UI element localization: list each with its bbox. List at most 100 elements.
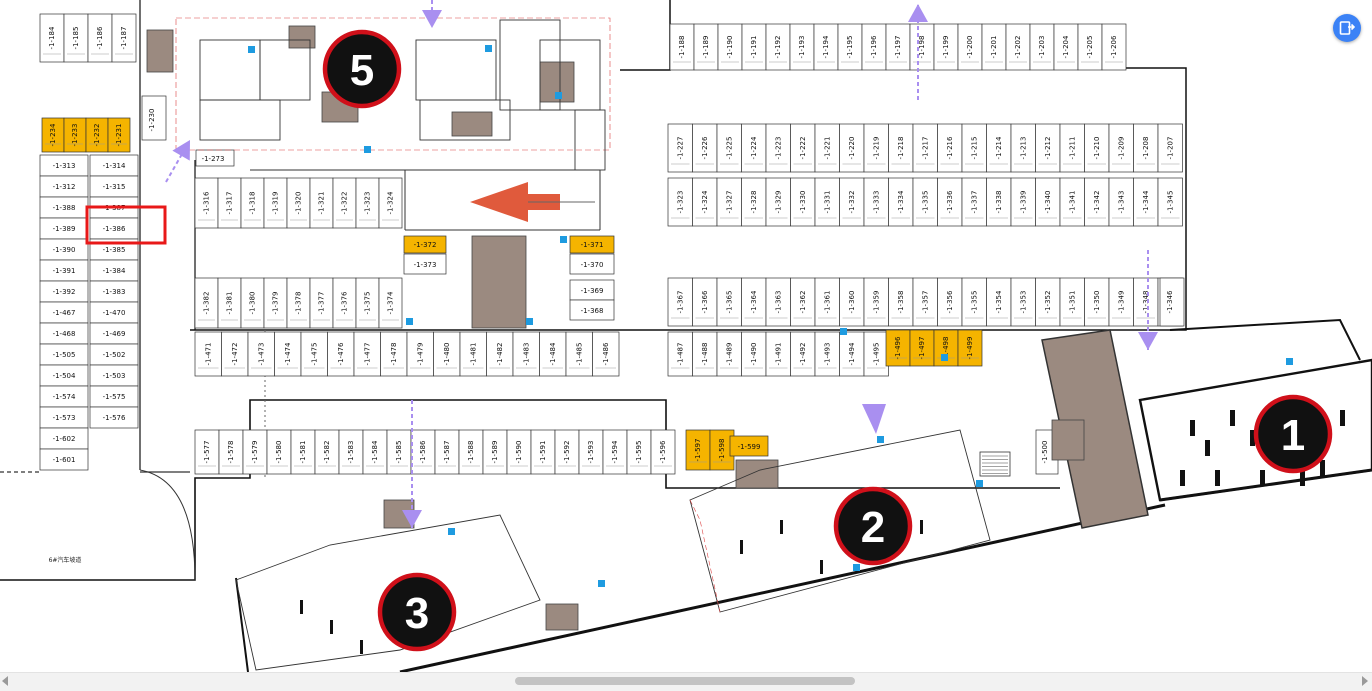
space-label: -1-384: [103, 267, 126, 275]
space-label: -1-198: [918, 36, 926, 59]
yellow-parking-space: -1-497: [909, 329, 935, 367]
space-label: -1-200: [966, 36, 974, 59]
space-label: -1-586: [419, 440, 427, 463]
space-outline: [789, 23, 815, 71]
space-label: -1-472: [231, 343, 239, 366]
space-label: -1-201: [990, 36, 998, 59]
parking-space: -1-193: [789, 23, 815, 71]
space-label: -1-467: [53, 309, 76, 317]
space-label: -1-361: [823, 291, 831, 314]
parking-space: -1-467: [39, 301, 89, 324]
space-label: -1-223: [774, 137, 782, 160]
space-outline: [685, 429, 711, 471]
horizontal-scrollbar[interactable]: [0, 672, 1372, 691]
marker-number: 3: [405, 589, 429, 638]
parking-space: -1-577: [194, 429, 220, 475]
space-outline: [813, 23, 839, 71]
space-label: -1-471: [204, 343, 212, 366]
space-label: -1-313: [53, 162, 76, 170]
parking-space: -1-483: [512, 331, 540, 377]
space-outline: [378, 277, 403, 329]
column: [780, 520, 783, 534]
parking-space: -1-221: [814, 123, 840, 173]
fixture: [560, 236, 567, 243]
space-label: -1-364: [750, 290, 758, 313]
scroll-right-arrow-icon[interactable]: [1362, 676, 1368, 686]
fixture: [598, 580, 605, 587]
parking-space: -1-216: [937, 123, 963, 173]
parking-space: -1-312: [39, 175, 89, 198]
parking-space: -1-470: [89, 301, 139, 324]
parking-space: -1-502: [89, 343, 139, 366]
ramp-curve: [139, 469, 196, 581]
parking-space: -1-317: [217, 177, 242, 229]
space-label: -1-205: [1086, 36, 1094, 59]
parking-space: -1-361: [814, 277, 840, 327]
space-label: -1-340: [1044, 191, 1052, 214]
space-label: -1-577: [203, 441, 211, 464]
parking-space: -1-482: [486, 331, 514, 377]
space-outline: [530, 429, 556, 475]
space-label: -1-385: [103, 246, 126, 254]
space-outline: [314, 429, 340, 475]
parking-space: -1-207: [1157, 123, 1183, 173]
parking-space: -1-339: [1010, 177, 1036, 227]
parking-space: -1-191: [741, 23, 767, 71]
parking-space: -1-386: [89, 217, 139, 240]
space-label: -1-318: [249, 192, 257, 215]
tool-button[interactable]: [1333, 14, 1361, 42]
parking-space: -1-374: [378, 277, 403, 329]
fixture: [364, 146, 371, 153]
parking-space: -1-390: [39, 238, 89, 261]
parking-space: -1-490: [741, 331, 767, 377]
parking-space: -1-219: [863, 123, 889, 173]
parking-space: -1-214: [986, 123, 1012, 173]
space-outline: [765, 23, 791, 71]
space-label: -1-377: [318, 292, 326, 315]
parking-space: -1-338: [986, 177, 1012, 227]
space-label: -1-334: [897, 190, 905, 213]
parking-space: -1-505: [39, 343, 89, 366]
parking-space: -1-222: [790, 123, 816, 173]
marker-circle: [833, 486, 913, 566]
space-outline: [539, 331, 567, 377]
space-label: -1-315: [103, 183, 126, 191]
space-label: -1-184: [48, 26, 56, 49]
space-outline: [602, 429, 628, 475]
outer-wall: [399, 503, 1166, 672]
space-outline: [1029, 23, 1055, 71]
parking-space: -1-224: [741, 123, 767, 173]
scroll-thumb[interactable]: [515, 677, 855, 685]
parking-space: -1-195: [837, 23, 863, 71]
parking-space: -1-392: [39, 280, 89, 303]
parking-space: -1-488: [692, 331, 718, 377]
space-label: -1-197: [894, 36, 902, 59]
building-marker-2: 2: [833, 486, 913, 566]
parking-space: -1-217: [912, 123, 938, 173]
yellow-parking-space: -1-233: [63, 117, 87, 153]
space-label: -1-187: [120, 27, 128, 50]
space-outline: [650, 429, 676, 475]
room: [419, 99, 511, 141]
space-label: -1-493: [823, 343, 831, 366]
space-label: -1-189: [702, 36, 710, 59]
parking-space: -1-586: [410, 429, 436, 475]
space-outline: [300, 331, 328, 377]
parking-space: -1-210: [1084, 123, 1110, 173]
parking-space: -1-356: [937, 277, 963, 327]
parking-space: -1-330: [790, 177, 816, 227]
space-label: -1-589: [491, 441, 499, 464]
scroll-left-arrow-icon[interactable]: [2, 676, 8, 686]
parking-space: -1-348: [1133, 277, 1159, 327]
space-label: -1-199: [942, 36, 950, 59]
space-label: -1-323: [676, 191, 684, 214]
space-outline: [741, 331, 767, 377]
space-label: -1-386: [103, 225, 126, 233]
parking-space: -1-331: [814, 177, 840, 227]
column: [330, 620, 333, 634]
parking-space: -1-329: [765, 177, 791, 227]
column: [1340, 410, 1345, 426]
space-label: -1-206: [1110, 35, 1118, 58]
parking-space: -1-319: [263, 177, 288, 229]
